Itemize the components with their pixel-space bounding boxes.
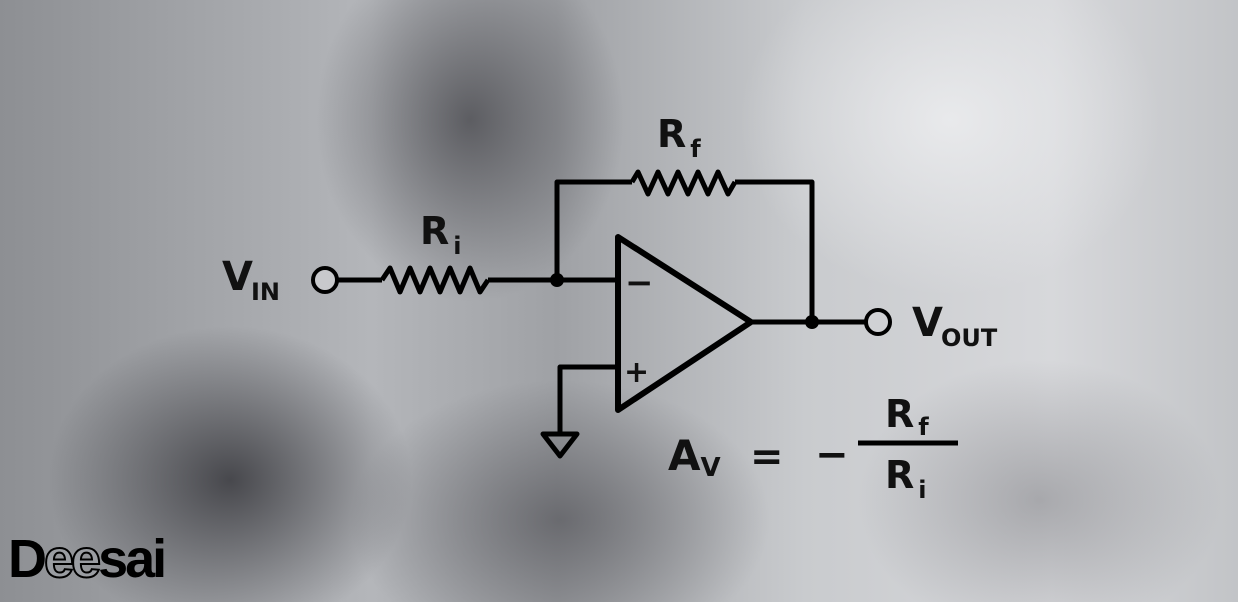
vin-terminal <box>311 266 339 294</box>
output-junction-dot <box>805 315 819 329</box>
ground-wire <box>557 364 618 434</box>
deesai-logo: Deesai <box>8 529 167 589</box>
inverting-input-sign: − <box>625 263 654 303</box>
vout-terminal <box>864 308 892 336</box>
vout-label: VOUT <box>912 300 998 352</box>
gain-equation-lhs: AV <box>668 431 721 483</box>
op-amp-triangle <box>615 234 754 413</box>
equals-sign: = <box>750 434 784 480</box>
feedback-right-wire <box>735 179 815 322</box>
ground-icon <box>540 431 580 459</box>
vin-label: VIN <box>222 254 280 306</box>
rf-resistor <box>629 169 738 197</box>
ri-resistor <box>379 265 491 295</box>
feedback-left-wire <box>554 179 632 280</box>
input-junction-dot <box>550 273 564 287</box>
negative-sign: − <box>815 432 849 478</box>
noninverting-input-sign: + <box>624 355 649 390</box>
